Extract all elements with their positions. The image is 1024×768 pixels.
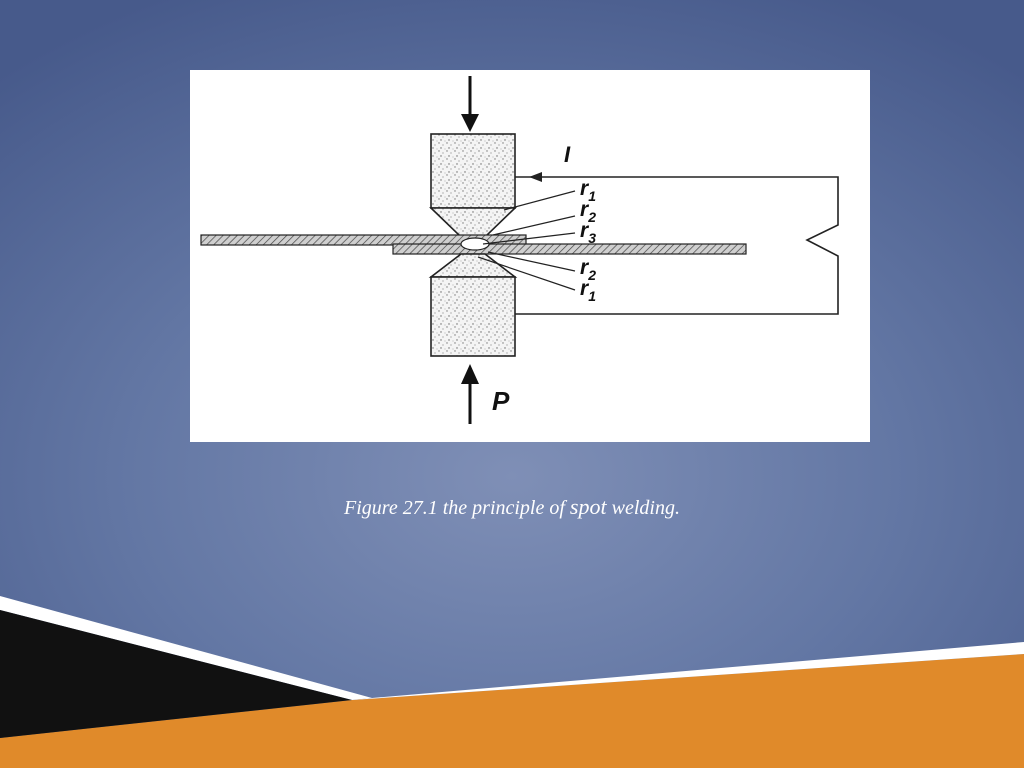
figure-caption: Figure 27.1 the principle of spot weldin… xyxy=(0,494,1024,520)
electrical-circuit xyxy=(515,176,839,315)
current-direction-arrow xyxy=(529,172,542,182)
spot-welding-diagram: I r1 r2 r3 r2 r1 P xyxy=(200,76,839,424)
spot-welding-figure: I r1 r2 r3 r2 r1 P xyxy=(190,70,870,442)
bottom-electrode xyxy=(430,276,516,357)
top-electrode xyxy=(430,133,516,209)
r1-top-label: r1 xyxy=(580,177,596,204)
r3-label: r3 xyxy=(580,219,596,246)
label-leaders xyxy=(477,190,576,291)
r2-top-label: r2 xyxy=(580,198,596,225)
white-wedge-outline xyxy=(0,596,372,700)
caption-spot-word: spot xyxy=(569,494,607,519)
weld-nugget xyxy=(460,237,490,251)
upper-sheet xyxy=(200,234,527,246)
r1-bottom-label: r1 xyxy=(580,277,596,304)
white-stripe xyxy=(352,642,1024,700)
caption-text-end: welding. xyxy=(606,497,680,519)
black-wedge xyxy=(0,610,352,738)
bottom-force-arrow xyxy=(461,364,479,424)
force-label: P xyxy=(492,386,510,416)
orange-band xyxy=(0,654,1024,768)
r2-bottom-label: r2 xyxy=(580,256,596,283)
current-label: I xyxy=(564,142,571,167)
caption-text: Figure 27.1 the principle of xyxy=(344,497,570,519)
lower-sheet xyxy=(392,243,747,255)
top-force-arrow xyxy=(461,76,479,132)
